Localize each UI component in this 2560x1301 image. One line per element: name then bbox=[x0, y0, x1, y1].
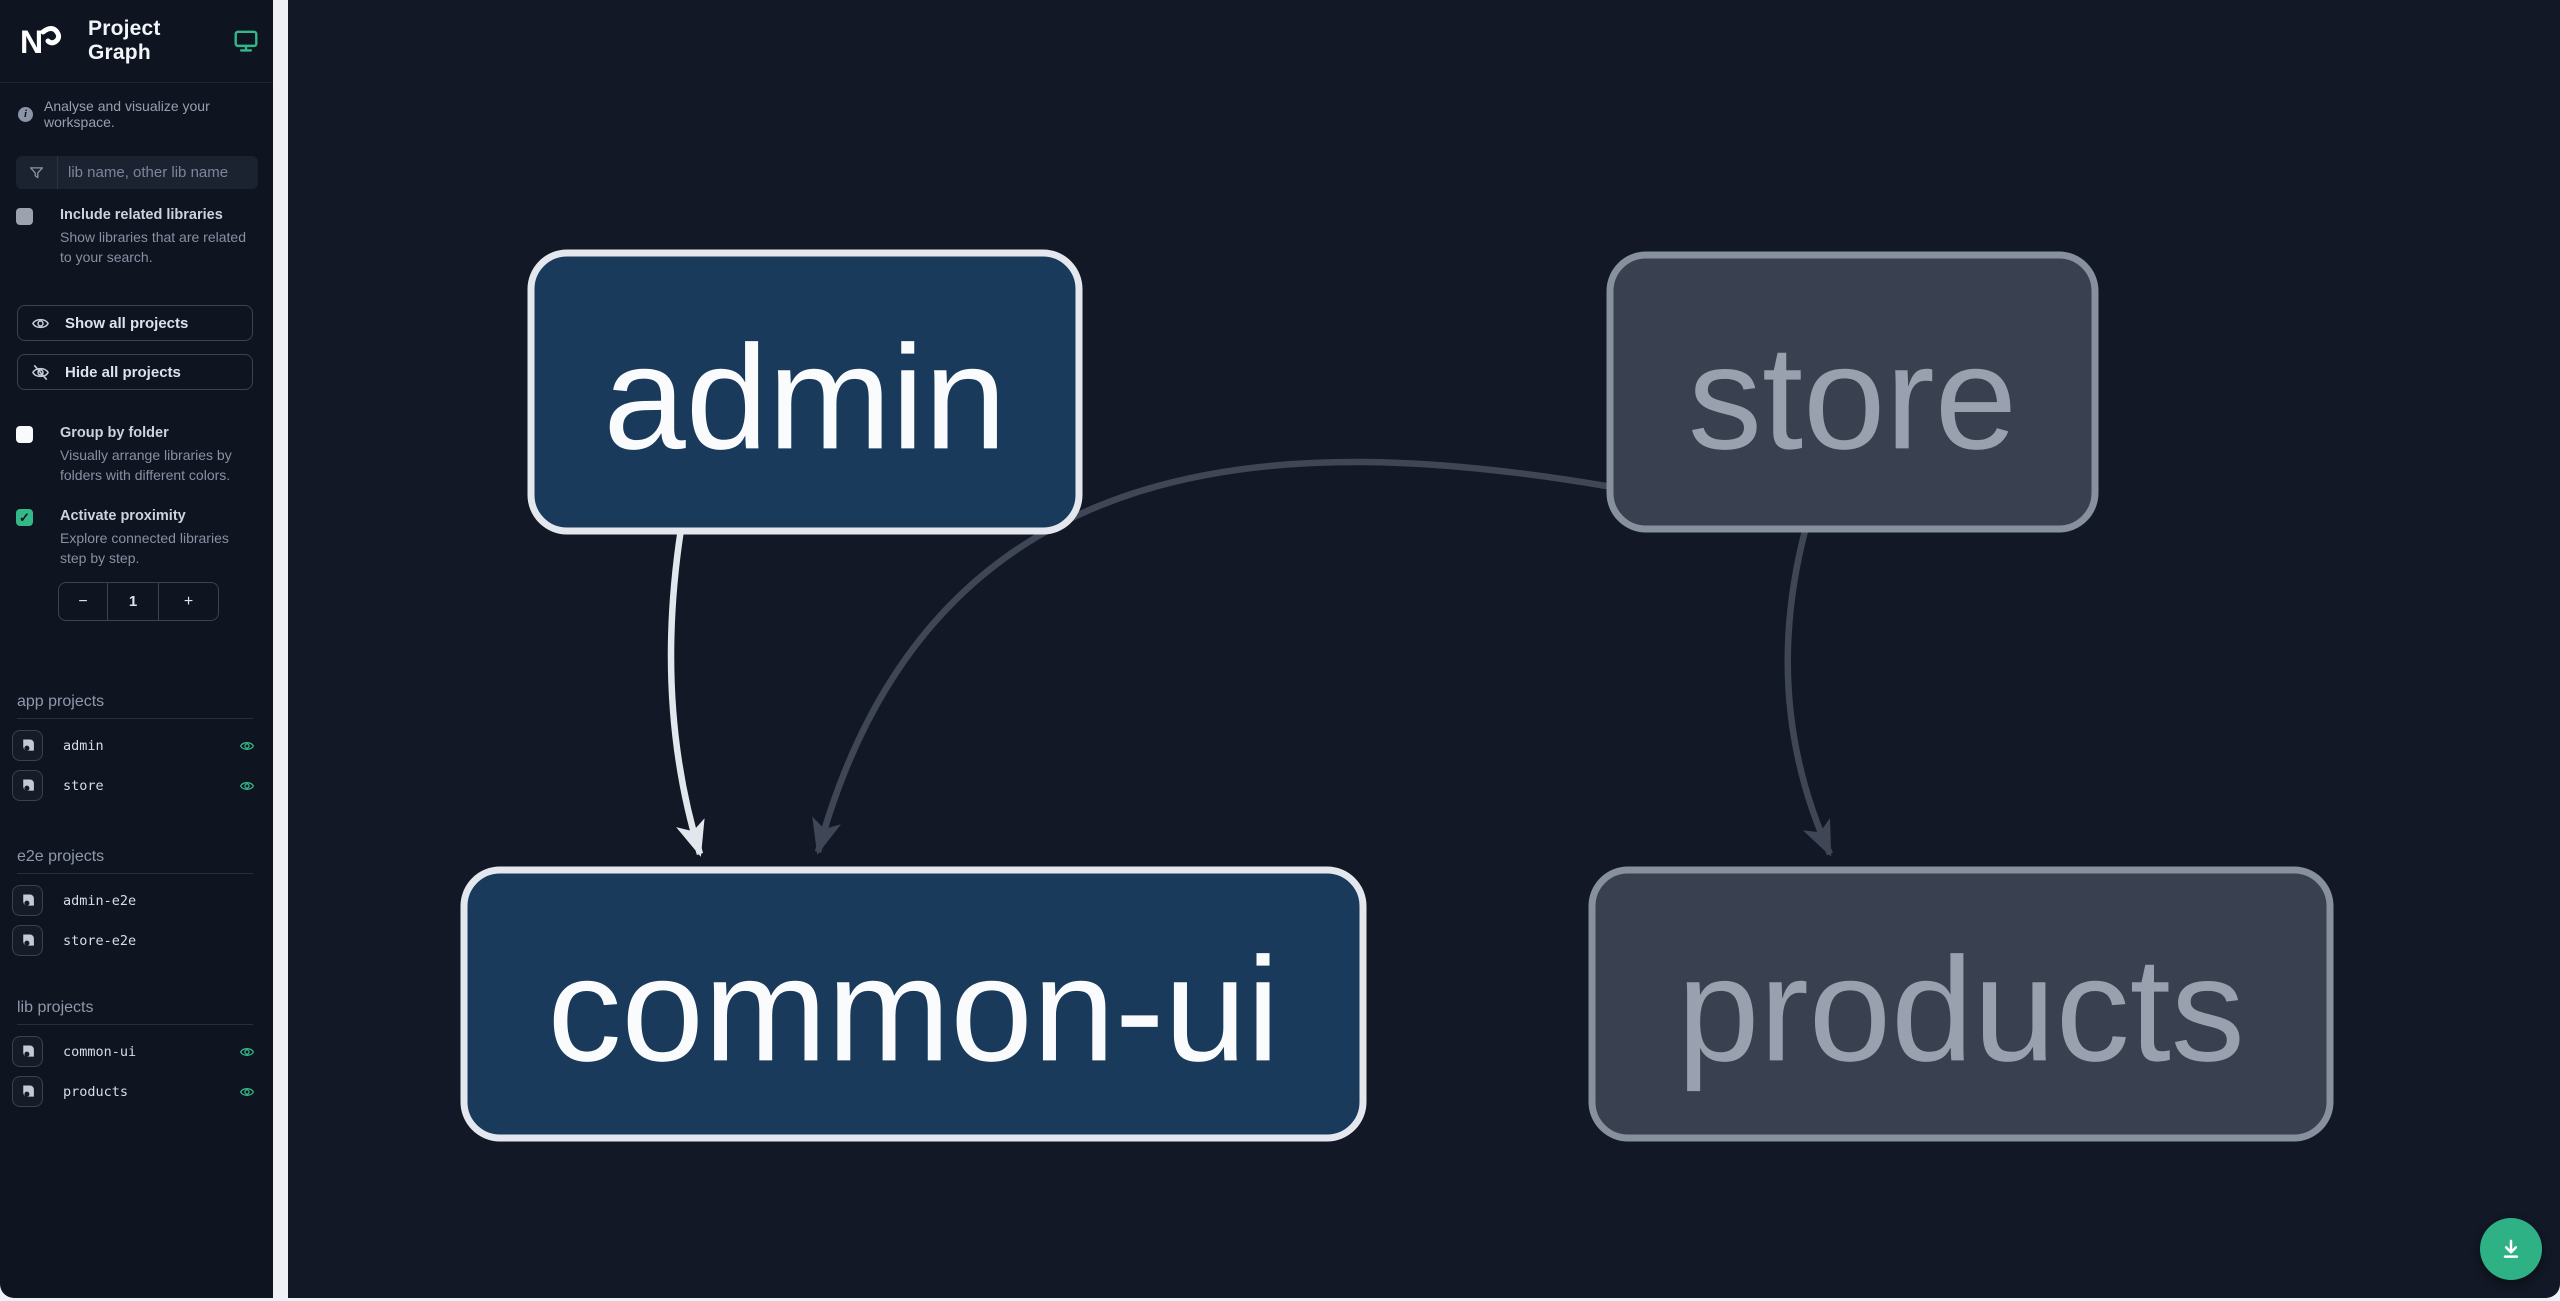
project-type-icon bbox=[23, 1045, 34, 1057]
graph-node-admin[interactable]: admin bbox=[527, 249, 1083, 535]
project-row: common-ui bbox=[12, 1036, 273, 1067]
option-label: Group by folder bbox=[60, 425, 169, 441]
project-section-app: app projects admin store bbox=[0, 693, 273, 801]
option-label: Include related libraries bbox=[60, 207, 223, 223]
project-name: store-e2e bbox=[63, 932, 137, 949]
eye-icon bbox=[32, 318, 49, 328]
graph-canvas[interactable]: admin store common-ui products bbox=[288, 0, 2560, 1298]
toggle-visibility-eye-icon[interactable] bbox=[239, 1084, 255, 1100]
info-icon: i bbox=[18, 106, 33, 122]
option-description: Explore connected libraries step by step… bbox=[60, 530, 229, 566]
project-name: store bbox=[63, 777, 104, 794]
section-title: app projects bbox=[17, 693, 253, 719]
nx-logo-icon: N bbox=[20, 24, 62, 60]
filter-funnel-icon bbox=[16, 156, 58, 189]
project-type-icon bbox=[23, 934, 34, 946]
node-label: store bbox=[1688, 315, 2017, 480]
toggle-visibility-eye-icon[interactable] bbox=[239, 1044, 255, 1060]
section-title: e2e projects bbox=[17, 848, 253, 874]
node-label: common-ui bbox=[548, 927, 1280, 1092]
project-row: store-e2e bbox=[12, 925, 273, 956]
search-input[interactable] bbox=[58, 164, 258, 181]
download-icon bbox=[2503, 1239, 2519, 1258]
decrement-button[interactable]: − bbox=[78, 592, 88, 610]
project-type-icon bbox=[23, 779, 34, 791]
proximity-depth-stepper: − 1 + bbox=[58, 582, 219, 621]
monitor-icon[interactable] bbox=[233, 28, 259, 54]
hide-all-projects-label: Hide all projects bbox=[65, 363, 181, 381]
sidebar-resize-divider[interactable] bbox=[273, 0, 288, 1298]
project-sections: app projects admin store e2e projects admin-… bbox=[0, 693, 273, 1117]
toggle-visibility-eye-icon[interactable] bbox=[239, 738, 255, 754]
sidebar: N Project Graph i Analyse and visualize … bbox=[0, 0, 273, 1298]
include-related-checkbox[interactable]: ✓ bbox=[16, 208, 33, 225]
search-box bbox=[16, 156, 258, 189]
sidebar-header: N Project Graph bbox=[0, 0, 273, 83]
project-name: common-ui bbox=[63, 1043, 137, 1060]
group-by-folder-checkbox[interactable]: ✓ bbox=[16, 426, 33, 443]
increment-button[interactable]: + bbox=[183, 592, 194, 610]
project-icon-button[interactable] bbox=[12, 1076, 43, 1107]
project-section-e2e: e2e projects admin-e2e store-e2e bbox=[0, 848, 273, 956]
svg-text:N: N bbox=[20, 24, 43, 60]
project-type-icon bbox=[23, 1085, 34, 1097]
show-all-projects-button[interactable]: Show all projects bbox=[17, 305, 253, 341]
node-label: products bbox=[1677, 927, 2245, 1092]
project-row: admin bbox=[12, 730, 273, 761]
tagline-row: i Analyse and visualize your workspace. bbox=[0, 83, 273, 130]
depth-value: 1 bbox=[107, 583, 159, 620]
edge-store-to-products[interactable] bbox=[1784, 526, 1833, 857]
option-description: Visually arrange libraries by folders wi… bbox=[60, 447, 232, 483]
project-icon-button[interactable] bbox=[12, 1036, 43, 1067]
option-activate-proximity: ✓ Activate proximity Explore connected l… bbox=[0, 508, 273, 568]
edge-store-to-common-ui[interactable] bbox=[812, 458, 1613, 855]
project-icon-button[interactable] bbox=[12, 925, 43, 956]
graph-node-common-ui[interactable]: common-ui bbox=[460, 866, 1367, 1142]
page-title: Project Graph bbox=[88, 17, 161, 64]
option-label: Activate proximity bbox=[60, 508, 186, 524]
download-image-button[interactable] bbox=[2480, 1218, 2542, 1280]
show-all-projects-label: Show all projects bbox=[65, 314, 189, 332]
option-description: Show libraries that are related to your … bbox=[60, 229, 246, 265]
project-row: store bbox=[12, 770, 273, 801]
option-include-related: ✓ Include related libraries Show librari… bbox=[0, 207, 273, 267]
project-type-icon bbox=[23, 739, 34, 751]
project-row: products bbox=[12, 1076, 273, 1107]
dependency-graph: admin store common-ui products bbox=[460, 249, 2334, 1142]
project-name: products bbox=[63, 1083, 129, 1100]
node-label: admin bbox=[603, 315, 1006, 480]
project-name: admin-e2e bbox=[63, 892, 137, 909]
project-icon-button[interactable] bbox=[12, 730, 43, 761]
project-type-icon bbox=[23, 894, 34, 906]
graph-node-store[interactable]: store bbox=[1606, 251, 2099, 533]
eye-off-icon bbox=[32, 364, 49, 380]
project-section-lib: lib projects common-ui products bbox=[0, 999, 273, 1107]
project-row: admin-e2e bbox=[12, 885, 273, 916]
edge-admin-to-common-ui[interactable] bbox=[667, 528, 705, 857]
section-title: lib projects bbox=[17, 999, 253, 1025]
graph-node-products[interactable]: products bbox=[1588, 866, 2334, 1142]
option-group-by-folder: ✓ Group by folder Visually arrange libra… bbox=[0, 425, 273, 485]
project-icon-button[interactable] bbox=[12, 885, 43, 916]
project-name: admin bbox=[63, 737, 104, 754]
hide-all-projects-button[interactable]: Hide all projects bbox=[17, 354, 253, 390]
toggle-visibility-eye-icon[interactable] bbox=[239, 778, 255, 794]
activate-proximity-checkbox[interactable]: ✓ bbox=[16, 509, 33, 526]
tagline-text: Analyse and visualize your workspace. bbox=[44, 98, 210, 130]
project-icon-button[interactable] bbox=[12, 770, 43, 801]
